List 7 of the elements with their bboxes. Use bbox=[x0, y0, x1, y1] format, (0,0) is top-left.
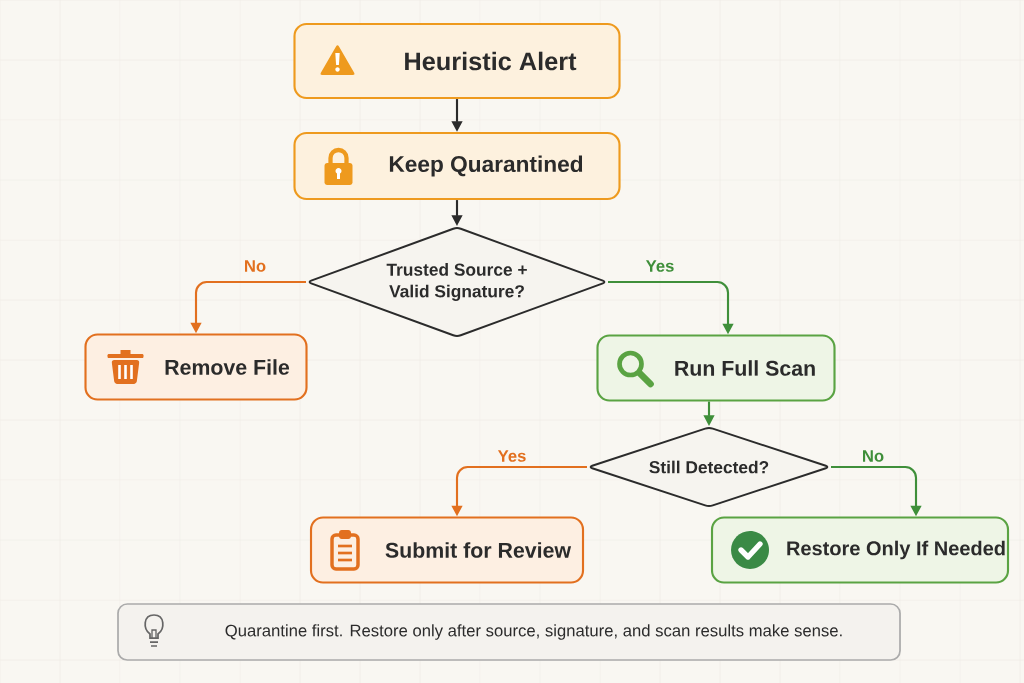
note-box: Quarantine first. Restore only after source, signature, and scan results make sense. bbox=[117, 603, 901, 661]
process-box: Submit for Review bbox=[309, 516, 585, 584]
process-box: Heuristic Alert bbox=[293, 22, 621, 100]
process-box: Run Full Scan bbox=[596, 334, 836, 402]
process-box: Restore Only If Needed bbox=[710, 516, 1010, 584]
process-box: Remove File bbox=[84, 333, 308, 401]
process-box: Keep Quarantined bbox=[293, 131, 621, 201]
